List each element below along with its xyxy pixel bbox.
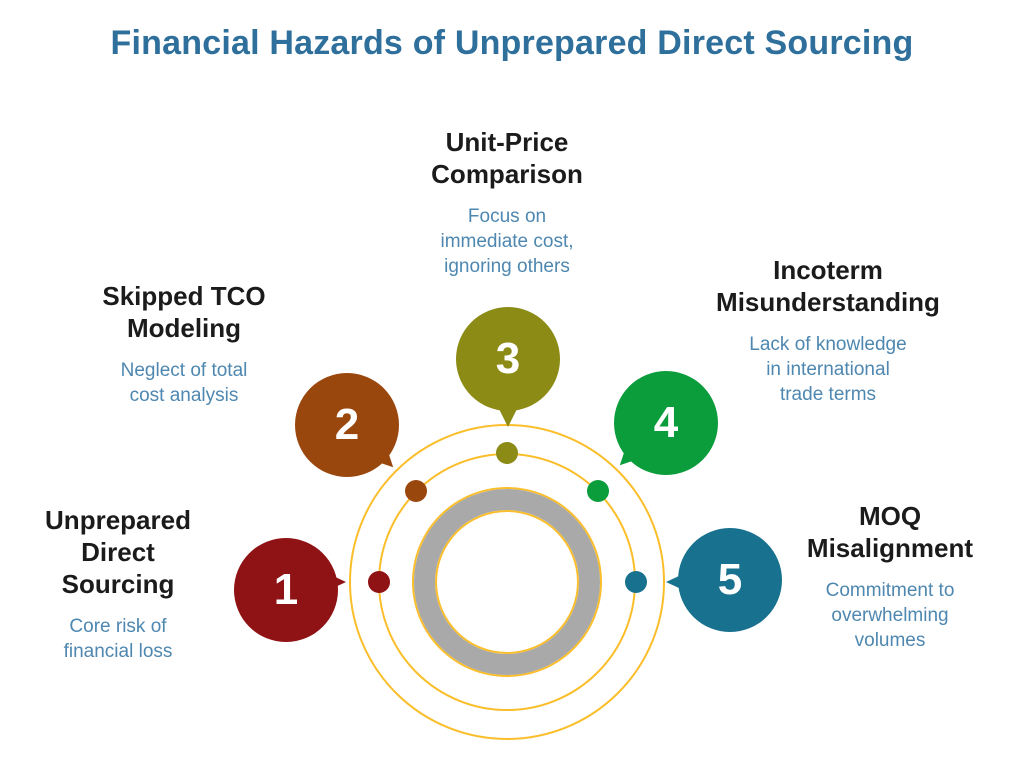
- label-5-description: Commitment to overwhelming volumes: [825, 580, 955, 651]
- bubble-4-circle: 4: [614, 371, 718, 475]
- bubble-5-circle: 5: [678, 528, 782, 632]
- label-incoterm-misunderstanding: Incoterm Misunderstanding Lack of knowle…: [658, 254, 998, 407]
- bubble-5-number: 5: [717, 555, 743, 604]
- label-2-description: Neglect of total cost analysis: [120, 360, 248, 406]
- label-2-heading: Skipped TCO Modeling: [102, 281, 266, 343]
- bubble-3: 3: [456, 307, 560, 427]
- label-moq-misalignment: MOQ Misalignment Commitment to overwhelm…: [772, 500, 1008, 653]
- label-3-heading: Unit-Price Comparison: [431, 127, 583, 189]
- label-1-description: Core risk of financial loss: [63, 616, 173, 662]
- label-unprepared-direct-sourcing: Unprepared Direct Sourcing Core risk of …: [10, 504, 226, 664]
- orbit-dot-4: [587, 480, 609, 502]
- bubble-2: 2: [295, 373, 403, 477]
- bubble-4: 4: [610, 371, 718, 475]
- bubble-3-circle: 3: [456, 307, 560, 411]
- bubble-2-circle: 2: [295, 373, 399, 477]
- bubble-1-number: 1: [273, 565, 299, 614]
- page-title: Financial Hazards of Unprepared Direct S…: [110, 24, 914, 62]
- bubble-1: 1: [234, 538, 346, 642]
- orbit-dot-1: [368, 571, 390, 593]
- bubble-2-number: 2: [334, 400, 360, 449]
- bubble-3-number: 3: [495, 334, 521, 383]
- label-4-heading: Incoterm Misunderstanding: [716, 255, 940, 317]
- bubble-4-number: 4: [653, 398, 679, 447]
- label-skipped-tco-modeling: Skipped TCO Modeling Neglect of total co…: [34, 280, 334, 408]
- label-4-description: Lack of knowledge in international trade…: [749, 334, 907, 405]
- label-unit-price-comparison: Unit-Price Comparison Focus on immediate…: [357, 126, 657, 279]
- label-3-description: Focus on immediate cost, ignoring others: [440, 206, 574, 277]
- label-5-heading: MOQ Misalignment: [806, 501, 974, 563]
- bubble-1-circle: 1: [234, 538, 338, 642]
- orbit-dot-2: [405, 480, 427, 502]
- label-1-heading: Unprepared Direct Sourcing: [45, 505, 191, 599]
- orbit-dot-3: [496, 442, 518, 464]
- orbit-dot-5: [625, 571, 647, 593]
- bubble-5: 5: [666, 528, 782, 632]
- center-ring: [414, 489, 600, 675]
